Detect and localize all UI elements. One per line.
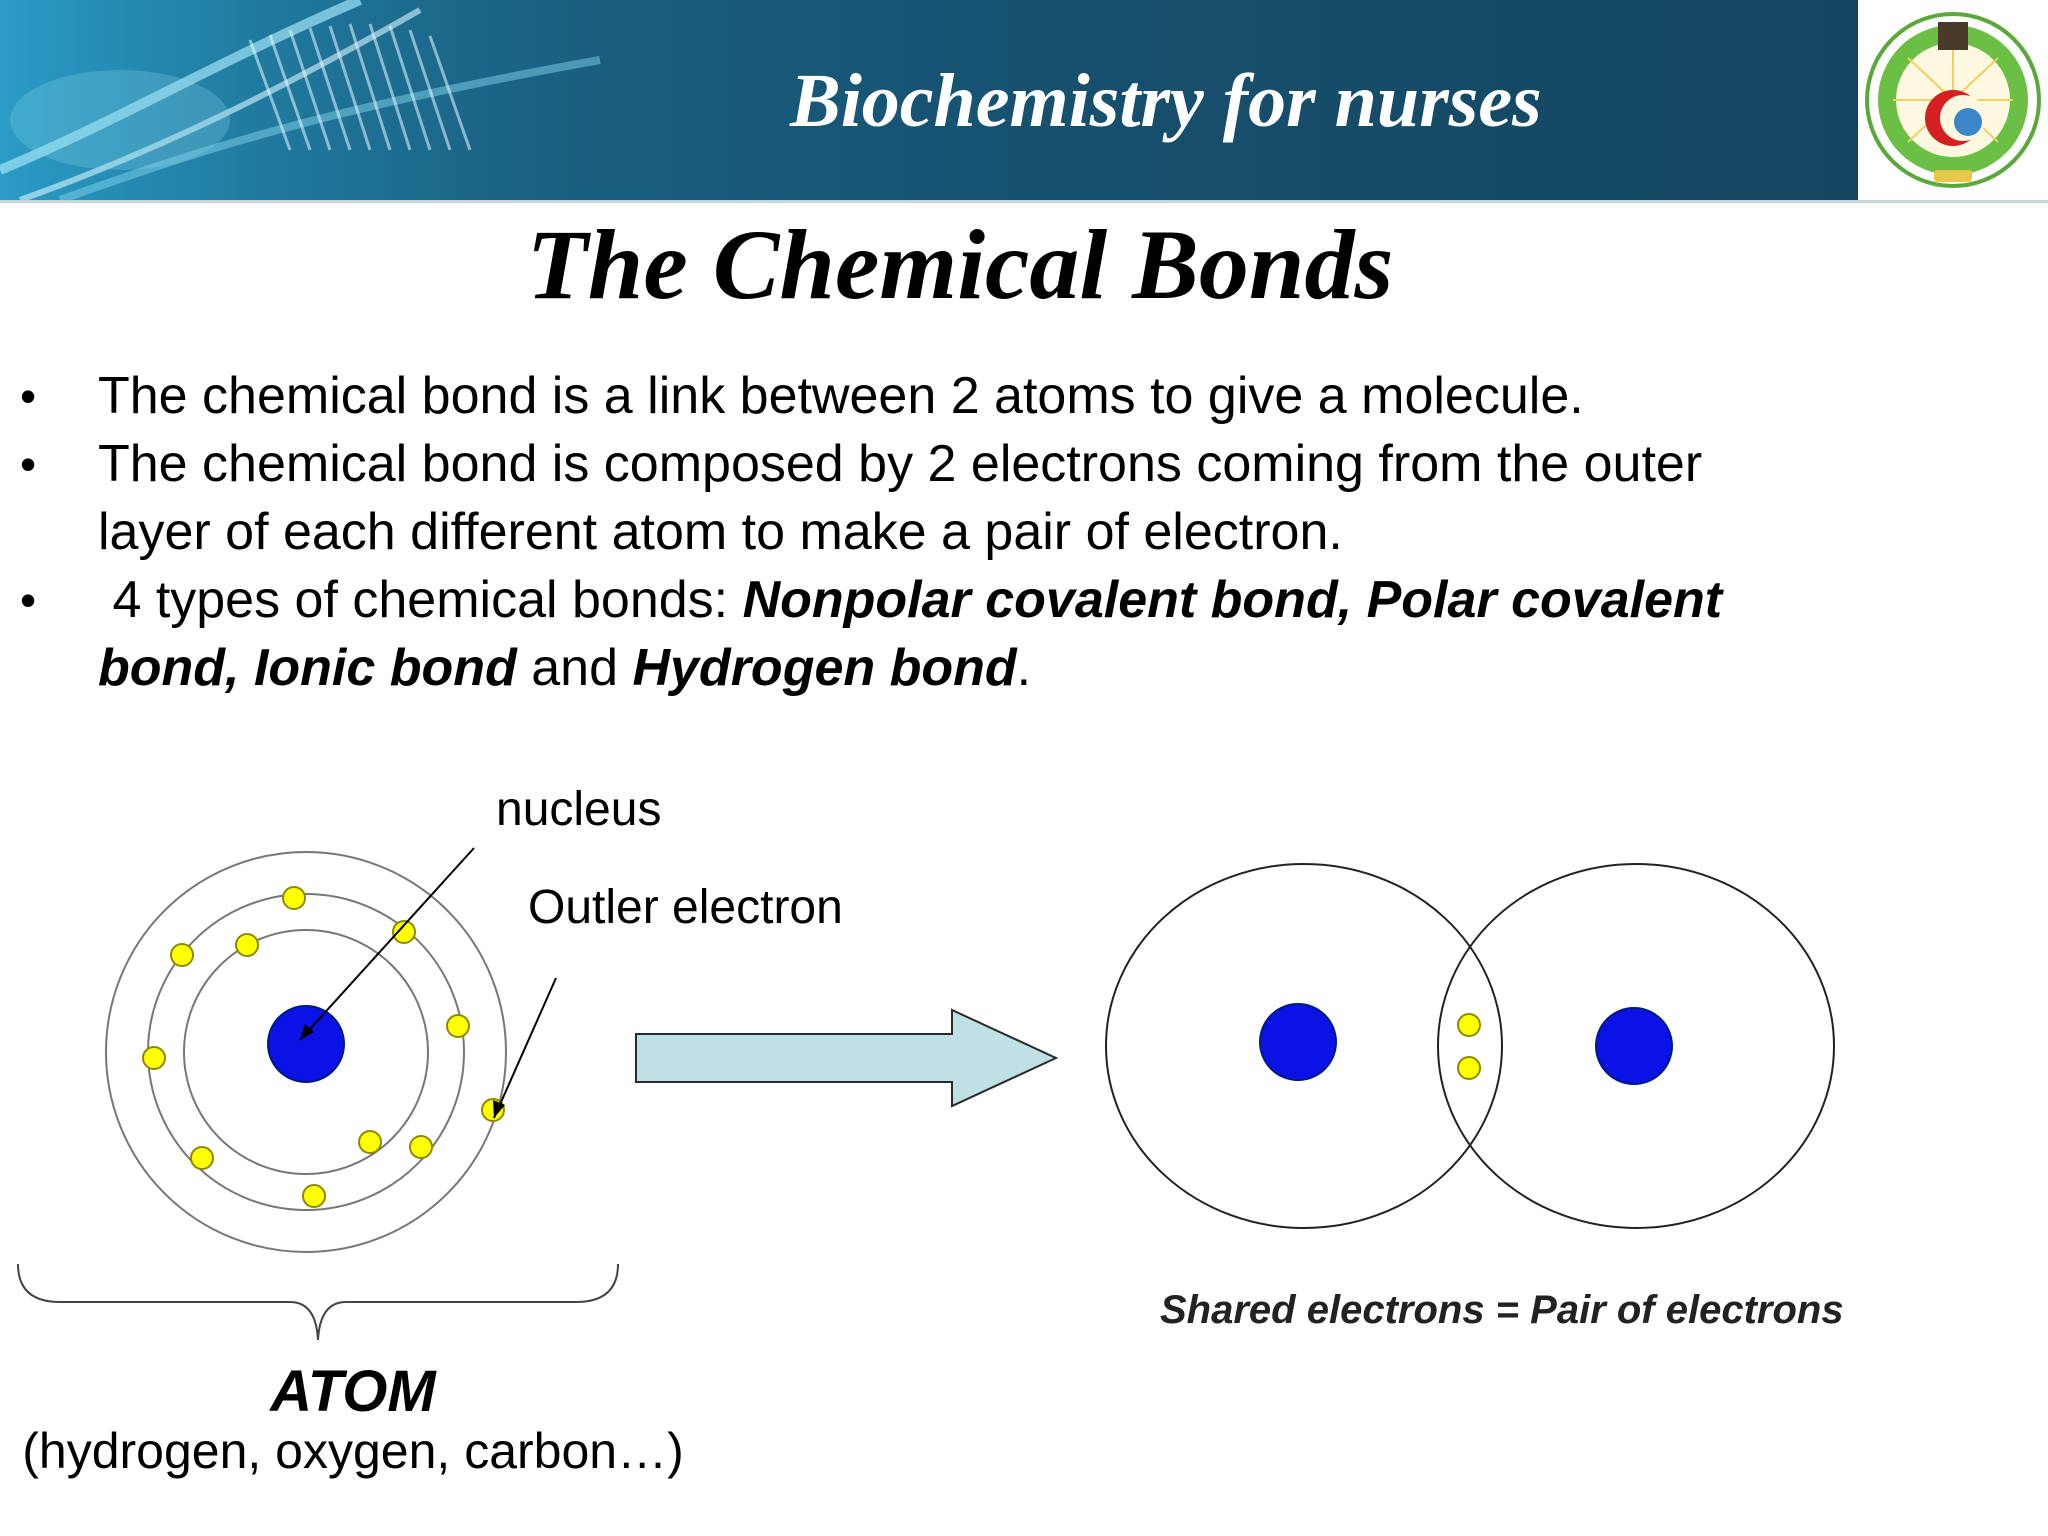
electron-icon	[190, 1146, 214, 1170]
atom-diagram	[105, 847, 557, 1253]
electron-icon	[358, 1130, 382, 1154]
bond-types-emphasis: bond, Ionic bond	[98, 639, 517, 697]
bullet-item: • The chemical bond is composed by 2 ele…	[20, 430, 1980, 566]
faculty-logo	[1858, 0, 2048, 200]
bullet-text: and	[516, 639, 633, 697]
slide-title: The Chemical Bonds	[526, 209, 1394, 320]
electron-icon	[302, 1184, 326, 1208]
faculty-seal-icon	[1865, 12, 2041, 188]
shared-electron-icon	[1457, 1056, 1481, 1080]
electron-icon	[170, 943, 194, 967]
nucleus-icon	[267, 1005, 345, 1083]
bullet-text: The chemical bond is a link between 2 at…	[98, 367, 1584, 425]
bullet-text: The chemical bond is composed by 2 elect…	[98, 435, 1703, 493]
bullet-icon: •	[20, 574, 37, 626]
bullet-icon: •	[20, 370, 37, 422]
bullet-list: • The chemical bond is a link between 2 …	[20, 362, 1980, 702]
molecule-diagram	[1105, 863, 1835, 1229]
bullet-item: • The chemical bond is a link between 2 …	[20, 362, 1980, 430]
electron-icon	[446, 1014, 470, 1038]
atom-brace	[17, 1263, 619, 1341]
transition-arrow-icon	[635, 1008, 1059, 1108]
bullet-text: .	[1016, 639, 1032, 697]
bullet-text: layer of each different atom to make a p…	[98, 503, 1343, 561]
header-banner: Biochemistry for nurses	[0, 0, 2048, 203]
bond-types-emphasis: Nonpolar covalent bond, Polar covalent	[742, 571, 1723, 629]
electron-icon	[235, 933, 259, 957]
nucleus-icon	[1259, 1003, 1337, 1081]
outer-electron-label: Outler electron	[528, 881, 843, 934]
bullet-text: 4 types of chemical bonds:	[98, 571, 743, 629]
nucleus-icon	[1595, 1007, 1673, 1085]
shared-electron-icon	[1457, 1013, 1481, 1037]
electron-icon	[409, 1135, 433, 1159]
dna-helix-graphic	[0, 0, 640, 200]
atom-examples: (hydrogen, oxygen, carbon…)	[22, 1423, 684, 1479]
course-title: Biochemistry for nurses	[790, 59, 1542, 143]
chemical-bond-diagram	[17, 847, 1835, 1341]
electron-icon	[282, 886, 306, 910]
electron-icon	[392, 920, 416, 944]
bullet-icon: •	[20, 438, 37, 490]
nucleus-label: nucleus	[496, 783, 662, 836]
hydrogen-bond-emphasis: Hydrogen bond	[632, 639, 1017, 697]
atom-label: ATOM	[270, 1359, 436, 1424]
electron-icon	[142, 1046, 166, 1070]
shared-electrons-caption: Shared electrons = Pair of electrons	[1160, 1288, 1844, 1332]
bullet-item: • 4 types of chemical bonds: Nonpolar co…	[20, 566, 1980, 702]
